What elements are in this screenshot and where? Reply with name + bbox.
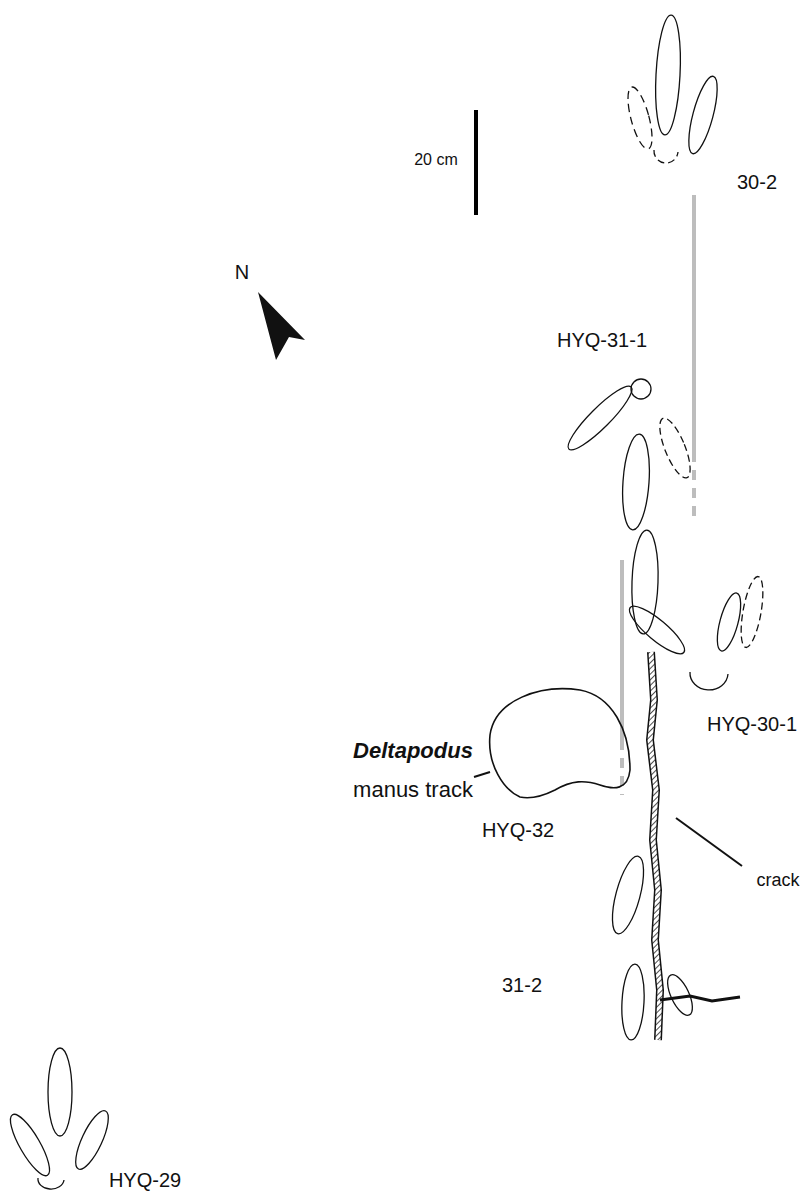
track-label: HYQ-31-1 bbox=[557, 329, 647, 352]
track-note: manus track bbox=[353, 777, 473, 802]
trackway-line bbox=[622, 195, 694, 795]
track-label: 30-2 bbox=[737, 171, 777, 194]
feature-label: crack bbox=[756, 870, 799, 891]
scale-label: 20 cm bbox=[414, 151, 458, 169]
theropod-track bbox=[623, 14, 723, 163]
crack bbox=[650, 652, 740, 1040]
track-label: 31-2 bbox=[502, 974, 542, 997]
north-label: N bbox=[235, 261, 249, 284]
manus-track bbox=[490, 689, 630, 798]
scale-bar bbox=[474, 110, 478, 215]
north-arrow bbox=[258, 292, 305, 360]
theropod-track bbox=[624, 530, 767, 690]
track-label: HYQ-29 bbox=[109, 1169, 181, 1192]
ichnogenus-name: Deltapodus bbox=[353, 738, 473, 763]
track-label: HYQ-30-1 bbox=[707, 713, 797, 736]
theropod-track bbox=[562, 379, 696, 531]
theropod-track bbox=[4, 1048, 115, 1189]
leader-line bbox=[474, 772, 742, 866]
track-label: HYQ-32 bbox=[482, 819, 554, 842]
